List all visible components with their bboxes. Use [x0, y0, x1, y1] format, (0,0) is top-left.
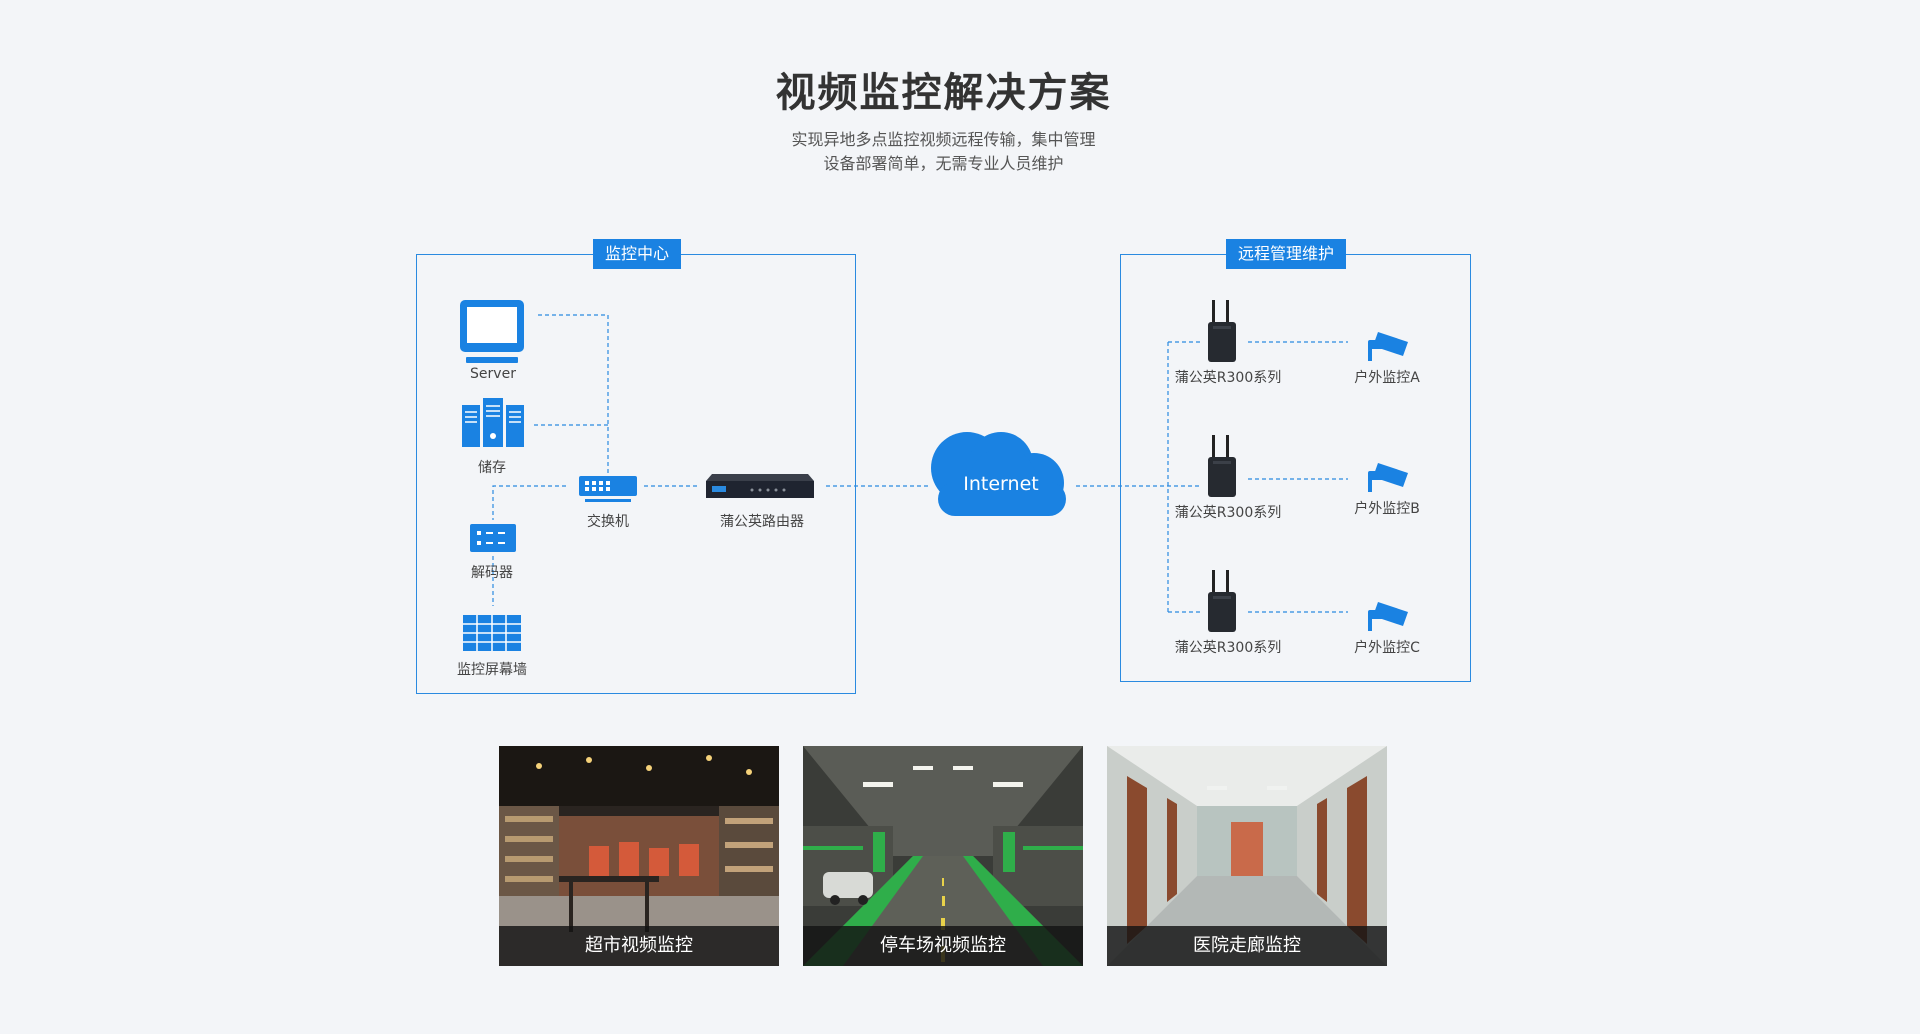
scene-card-parking: 停车场视频监控: [803, 746, 1083, 966]
scene-card-hospital: 医院走廊监控: [1107, 746, 1387, 966]
decoder-label: 解码器: [471, 565, 513, 581]
camera-icon-b: [1368, 463, 1408, 492]
camera-label-b: 户外监控B: [1354, 501, 1420, 517]
r300-router-icon-a: [1208, 300, 1236, 362]
camera-icon-c: [1368, 602, 1408, 631]
link-server-switch: [538, 314, 609, 476]
r300-label-a: 蒲公英R300系列: [1174, 370, 1282, 386]
remote-management-panel: 远程管理维护: [1120, 239, 1471, 682]
internet-cloud-icon: [931, 432, 1066, 516]
scene-caption-parking: 停车场视频监控: [803, 926, 1083, 966]
internet-label: Internet: [963, 473, 1039, 495]
remote-management-label: 远程管理维护: [1226, 239, 1347, 269]
camera-label-c: 户外监控C: [1354, 640, 1420, 656]
video-wall-icon: [463, 615, 521, 651]
r300-label-b: 蒲公英R300系列: [1174, 505, 1282, 521]
subtitle-line-2: 设备部署简单，无需专业人员维护: [823, 154, 1064, 173]
decoder-icon: [470, 524, 516, 552]
r300-router-icon-b: [1208, 435, 1236, 497]
camera-icon-a: [1368, 332, 1408, 361]
scene-card-supermarket: 超市视频监控: [499, 746, 779, 966]
monitoring-center-panel: 监控中心: [416, 239, 856, 694]
page-title: 视频监控解决方案: [775, 70, 1112, 116]
storage-label: 储存: [478, 460, 506, 476]
server-icon: [460, 300, 524, 363]
page-subtitle: 实现异地多点监控视频远程传输，集中管理 设备部署简单，无需专业人员维护: [0, 128, 1887, 176]
scene-caption-supermarket: 超市视频监控: [499, 926, 779, 966]
monitoring-center-label: 监控中心: [593, 239, 682, 269]
camera-label-a: 户外监控A: [1354, 370, 1420, 386]
storage-icon: [462, 398, 524, 447]
router-label: 蒲公英路由器: [720, 514, 804, 530]
scene-caption-hospital: 医院走廊监控: [1107, 926, 1387, 966]
link-remote-trunk: [1167, 341, 1200, 613]
router-icon: [706, 474, 814, 498]
server-label: Server: [470, 366, 516, 382]
switch-label: 交换机: [587, 514, 629, 530]
video-wall-label: 监控屏幕墙: [457, 662, 527, 678]
subtitle-line-1: 实现异地多点监控视频远程传输，集中管理: [791, 130, 1096, 149]
switch-icon: [579, 476, 637, 502]
r300-router-icon-c: [1208, 570, 1236, 632]
r300-label-c: 蒲公英R300系列: [1174, 640, 1282, 656]
link-switch-decoder: [492, 485, 566, 520]
